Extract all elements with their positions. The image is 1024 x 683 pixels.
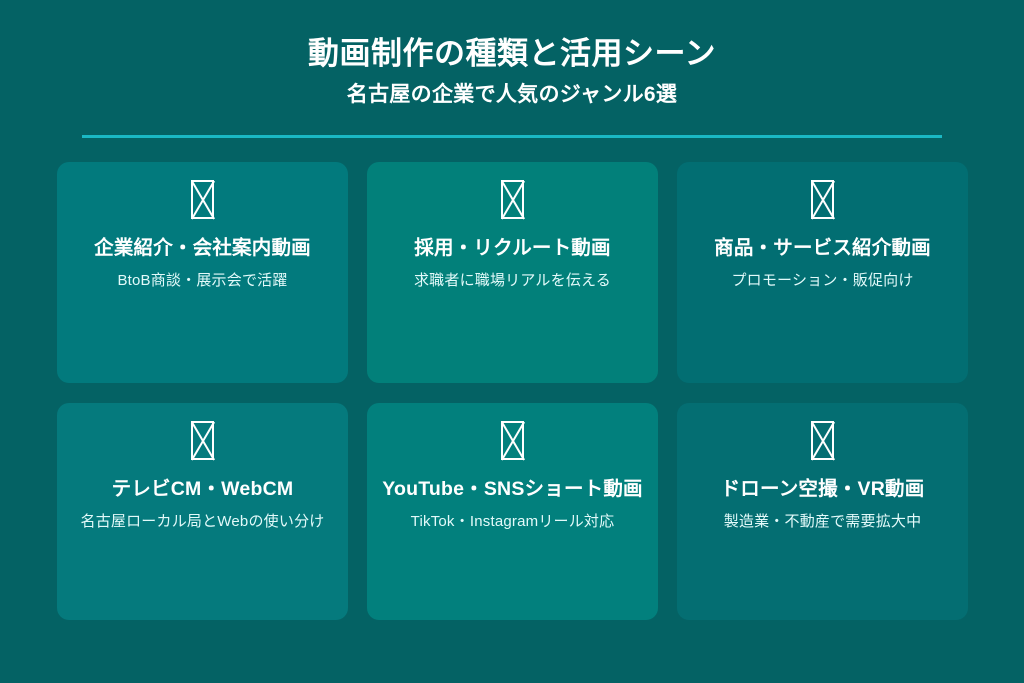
missing-glyph-box-icon — [811, 421, 834, 460]
card-corporate-intro[interactable]: 企業紹介・会社案内動画 BtoB商談・展示会で活躍 — [57, 162, 348, 383]
page-subtitle: 名古屋の企業で人気のジャンル6選 — [346, 82, 678, 106]
missing-glyph-box-icon — [501, 180, 524, 219]
card-description: プロモーション・販促向け — [731, 272, 914, 290]
card-title: 商品・サービス紹介動画 — [714, 237, 931, 259]
missing-glyph-box-icon — [191, 180, 214, 219]
card-youtube-sns-short[interactable]: YouTube・SNSショート動画 TikTok・Instagramリール対応 — [367, 403, 658, 620]
card-recruiting[interactable]: 採用・リクルート動画 求職者に職場リアルを伝える — [367, 162, 658, 383]
header: 動画制作の種類と活用シーン 名古屋の企業で人気のジャンル6選 — [0, 34, 1024, 108]
card-title: 採用・リクルート動画 — [414, 237, 611, 259]
card-description: 製造業・不動産で需要拡大中 — [723, 513, 922, 531]
card-title: 企業紹介・会社案内動画 — [94, 237, 311, 259]
card-title: ドローン空撮・VR動画 — [720, 478, 925, 500]
header-divider — [82, 135, 942, 138]
card-drone-vr[interactable]: ドローン空撮・VR動画 製造業・不動産で需要拡大中 — [677, 403, 968, 620]
card-description: TikTok・Instagramリール対応 — [410, 513, 615, 531]
missing-glyph-box-icon — [811, 180, 834, 219]
card-product-service[interactable]: 商品・サービス紹介動画 プロモーション・販促向け — [677, 162, 968, 383]
card-grid: 企業紹介・会社案内動画 BtoB商談・展示会で活躍 採用・リクルート動画 求職者… — [57, 162, 968, 620]
card-description: BtoB商談・展示会で活躍 — [117, 272, 288, 290]
card-tv-web-cm[interactable]: テレビCM・WebCM 名古屋ローカル局とWebの使い分け — [57, 403, 348, 620]
card-description: 名古屋ローカル局とWebの使い分け — [80, 513, 325, 531]
page-title: 動画制作の種類と活用シーン — [308, 36, 716, 71]
missing-glyph-box-icon — [501, 421, 524, 460]
card-title: YouTube・SNSショート動画 — [382, 478, 643, 500]
card-description: 求職者に職場リアルを伝える — [413, 272, 611, 290]
card-title: テレビCM・WebCM — [111, 478, 294, 500]
missing-glyph-box-icon — [191, 421, 214, 460]
